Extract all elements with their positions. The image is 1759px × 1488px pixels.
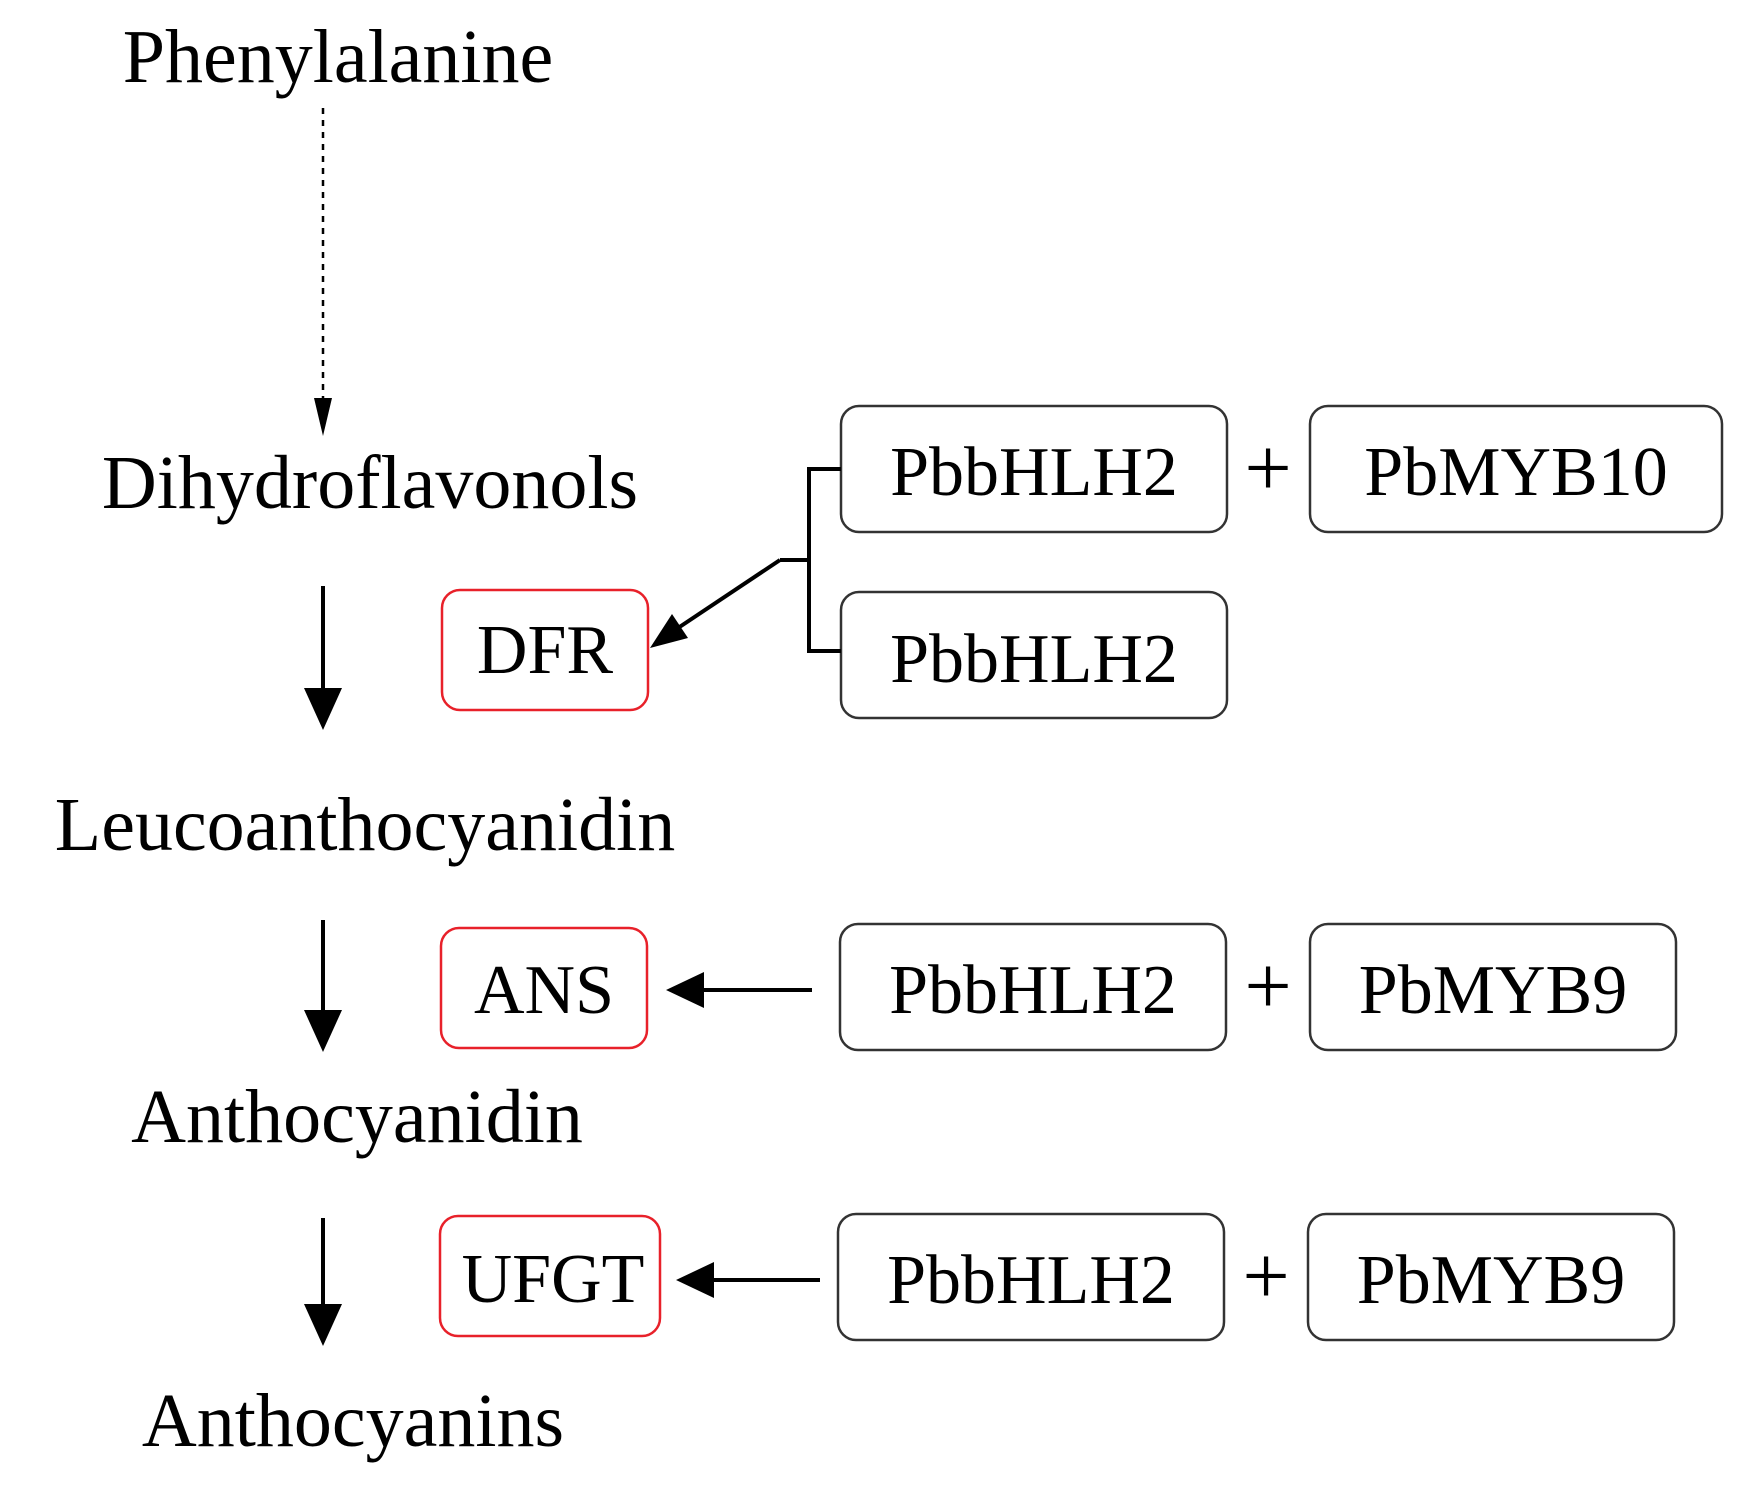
ans-regulation-arrow [666,972,812,1008]
enzyme-ans-label: ANS [474,952,614,1029]
regulator-pbbhlh2-alone-label: PbbHLH2 [890,621,1178,698]
pathway-arrow-ans-step [304,920,342,1052]
regulator-pbbhlh2-label: PbbHLH2 [889,952,1177,1029]
enzyme-ans: ANS [439,926,649,1050]
regulator-pbbhlh2-label: PbbHLH2 [887,1242,1175,1319]
regulator-pbmyb9-label: PbMYB9 [1359,952,1627,1029]
dfr-regulator-complex: PbbHLH2 + PbMYB10 PbbHLH2 [839,404,1724,720]
plus-sign: + [1244,940,1291,1033]
enzyme-ans-box [439,926,649,1050]
dfr-regulation-arrow [650,467,841,653]
dashed-pathway-arrow [314,108,332,436]
plus-sign: + [1242,1230,1289,1323]
regulator-box-pbmyb9 [1306,1212,1676,1342]
regulator-pbbhlh2-label: PbbHLH2 [890,434,1178,511]
pathway-arrow-ufgt-step [304,1218,342,1346]
regulator-pbmyb9-label: PbMYB9 [1357,1242,1625,1319]
metabolite-anthocyanins: Anthocyanins [142,1379,564,1463]
ufgt-regulator-complex: PbbHLH2 + PbMYB9 [836,1212,1676,1342]
regulator-box-pbmyb10 [1308,404,1724,534]
enzyme-ufgt-label: UFGT [462,1241,645,1318]
metabolite-anthocyanidin: Anthocyanidin [131,1075,583,1159]
metabolite-leucoanthocyanidin: Leucoanthocyanidin [55,783,675,867]
enzyme-ufgt-box [438,1214,662,1338]
ans-regulator-complex: PbbHLH2 + PbMYB9 [838,922,1678,1052]
enzyme-dfr: DFR [440,588,650,712]
regulator-pbmyb10-label: PbMYB10 [1364,434,1667,511]
enzyme-dfr-box [440,588,650,712]
regulator-box-pbbhlh2-alone [839,590,1229,720]
regulator-box-pbbhlh2 [838,922,1228,1052]
enzyme-ufgt: UFGT [438,1214,662,1338]
regulator-box-pbbhlh2 [836,1212,1226,1342]
enzyme-dfr-label: DFR [477,612,613,689]
regulator-box-pbmyb9 [1308,922,1678,1052]
plus-sign: + [1244,422,1291,515]
pathway-arrow-dfr-step [304,586,342,730]
ufgt-regulation-arrow [676,1262,820,1298]
metabolite-phenylalanine: Phenylalanine [123,15,554,99]
metabolite-dihydroflavonols: Dihydroflavonols [102,441,638,525]
